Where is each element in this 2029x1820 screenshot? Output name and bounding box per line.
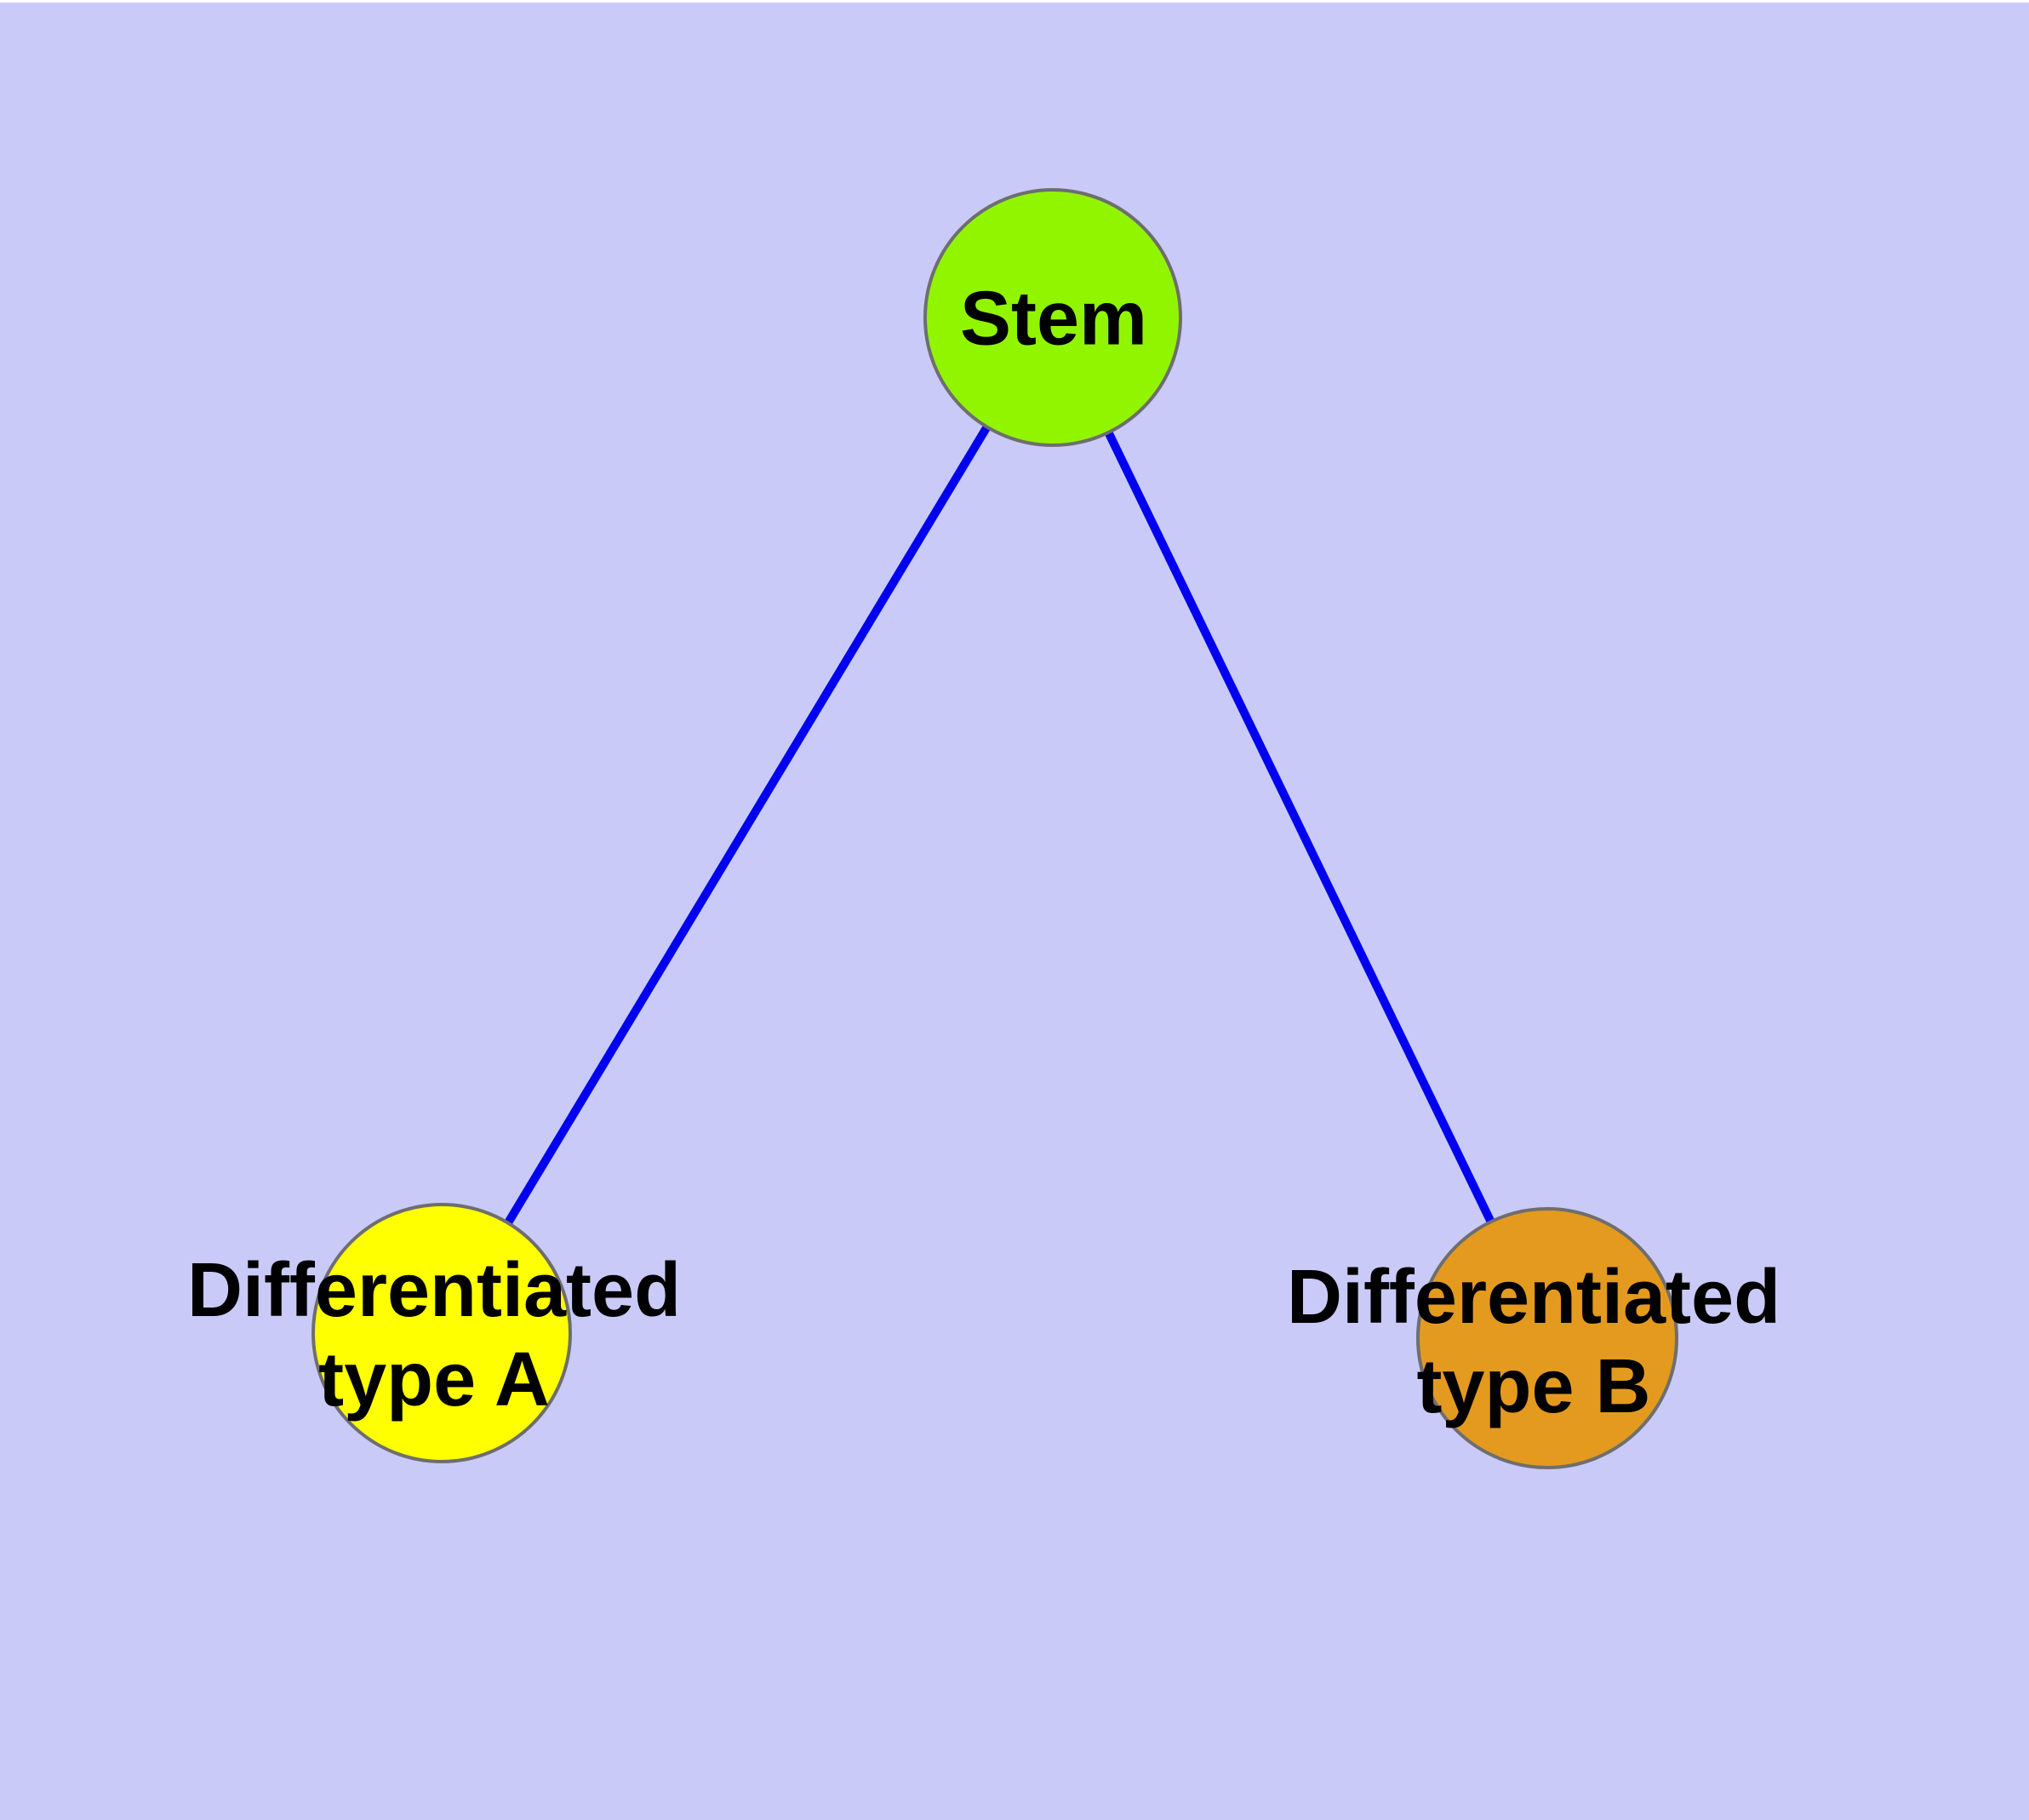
node-type-a-label-line1: Differentiated: [186, 1248, 682, 1333]
node-type-a-label-line2: type A: [318, 1337, 550, 1422]
top-margin-strip: [0, 0, 2029, 3]
node-type-a-label: Differentiated type A: [187, 1246, 681, 1425]
edge-stem-to-type-a: [437, 315, 1057, 1336]
node-stem-label: Stem: [959, 276, 1148, 362]
node-type-b-label-line1: Differentiated: [1286, 1255, 1781, 1340]
node-type-b-circle: [1416, 1207, 1678, 1469]
node-type-b-label-line2: type B: [1416, 1344, 1651, 1429]
edge-stem-to-type-b: [1049, 315, 1552, 1341]
node-stem-circle: [923, 188, 1182, 447]
node-type-a-circle: [311, 1203, 572, 1463]
node-type-b-label: Differentiated type B: [1287, 1253, 1780, 1432]
